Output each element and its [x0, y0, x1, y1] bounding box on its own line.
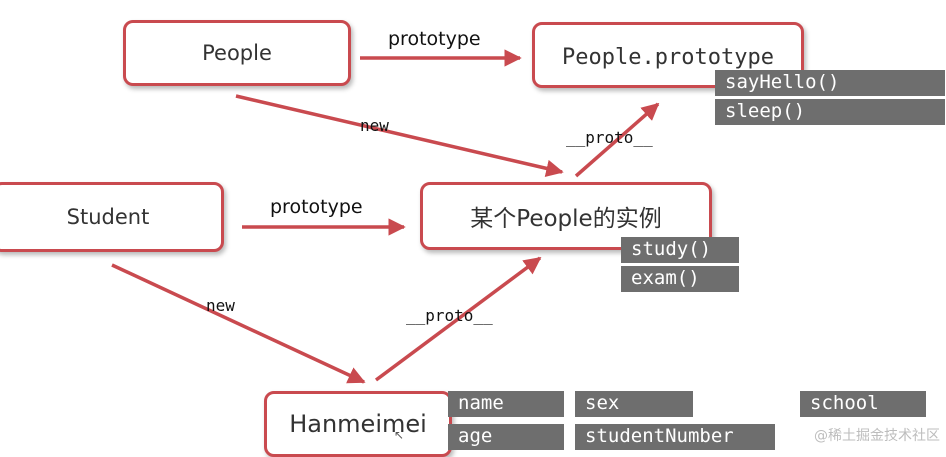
property-tag-sex: sex [575, 391, 693, 417]
mouse-cursor-icon: ↖ [394, 428, 405, 442]
edge-label-student-new: new [206, 296, 235, 315]
arrow-student-new [111, 263, 366, 384]
edge-label-people-new: new [360, 116, 389, 135]
node-student-label: Student [66, 205, 150, 229]
node-hanmeimei-label: Hanmeimei [289, 410, 427, 438]
property-tag-age: age [448, 424, 564, 450]
property-tag-school: school [800, 391, 926, 417]
node-people: People [123, 20, 351, 86]
arrow-hanmeimei-proto [374, 256, 542, 382]
arrow-people-new [235, 94, 564, 177]
method-tag-exam: exam() [621, 266, 739, 292]
node-student: Student [0, 182, 224, 252]
node-people-label: People [202, 41, 272, 65]
node-people-prototype-label: People.prototype [562, 45, 774, 70]
method-tag-sleep: sleep() [715, 99, 945, 125]
edge-label-student-prototype: prototype [270, 196, 363, 218]
method-tag-study: study() [621, 237, 739, 263]
method-tag-sayhello: sayHello() [715, 70, 945, 96]
edge-label-hanmeimei-proto: __proto__ [406, 306, 493, 325]
edge-label-people-prototype: prototype [388, 28, 481, 50]
watermark: @稀土掘金技术社区 [814, 428, 940, 444]
arrow-instance-proto [574, 102, 660, 178]
node-people-instance-label: 某个People的实例 [470, 206, 662, 232]
node-hanmeimei: Hanmeimei [264, 391, 452, 457]
property-tag-name: name [448, 391, 564, 417]
edge-label-instance-proto: __proto__ [566, 128, 653, 147]
property-tag-studentnumber: studentNumber [575, 424, 775, 450]
